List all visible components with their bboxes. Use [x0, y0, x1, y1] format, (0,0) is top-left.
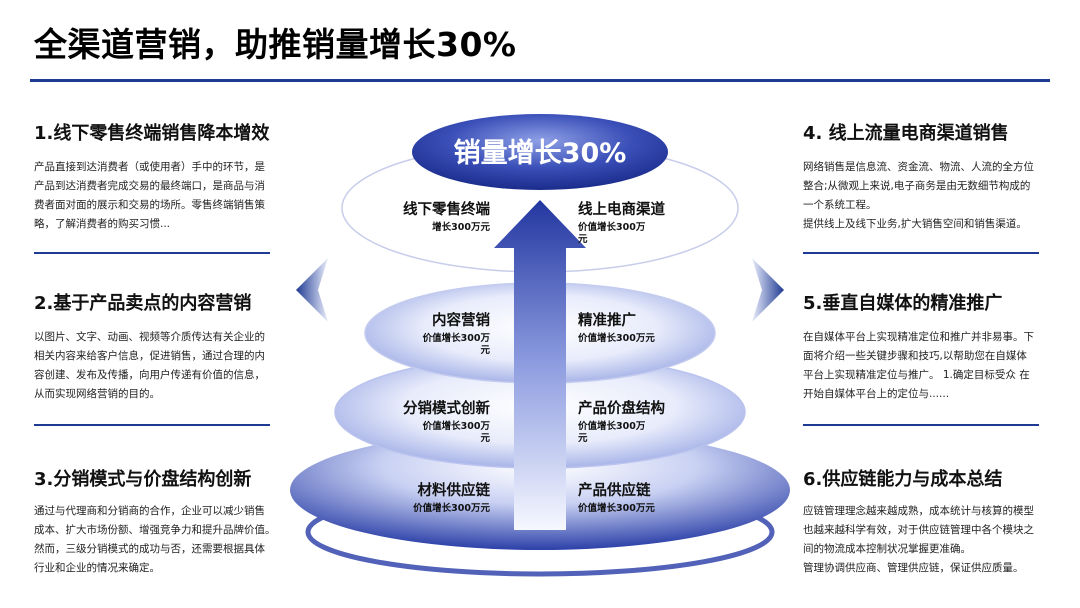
block-text-line: 开始自媒体平台上的定位与...... — [803, 388, 950, 400]
tier-3-left-name: 分销模式创新 — [403, 399, 490, 417]
block-text-line: 提供线上及线下业务,扩大销售空间和销售渠道。 — [803, 218, 1027, 230]
block-heading: 2.基于产品卖点的内容营销 — [34, 293, 252, 314]
right-block-6: 6.供应链能力与成本总结 应链管理理念越来越成熟，成本统计与核算的模型 也越来越… — [803, 468, 1053, 578]
right-block-5: 5.垂直自媒体的精准推广 在自媒体平台上实现精准定位和推广并非易事。下 面将介绍… — [803, 292, 1053, 426]
block-text-line: 也越来越科学有效，对于供应链管理中各个模块之 — [803, 524, 1034, 536]
tier-4-right-name: 产品供应链 — [578, 481, 651, 499]
chevron-left-icon — [296, 258, 328, 322]
left-block-2: 2.基于产品卖点的内容营销 以图片、文字、动画、视频等介质传达有关企业的 相关内… — [34, 292, 284, 426]
block-text-line: 相关内容来给客户信息，促进销售，通过合理的内 — [34, 350, 265, 362]
tier-2-right-name: 精准推广 — [578, 311, 636, 329]
up-arrow-icon — [494, 200, 586, 530]
left-block-1: 1.线下零售终端销售降本增效 产品直接到达消费者（或使用者）手中的环节，是 产品… — [34, 122, 284, 254]
block-divider — [34, 424, 270, 426]
tier-1-right-value: 价值增长300万 — [578, 221, 646, 233]
block-text-line: 管理协调供应商、管理供应链，保证供应质量。 — [803, 562, 1024, 574]
tier-3-right-value: 元 — [578, 433, 588, 444]
block-text-line: 从而实现网络营销的目的。 — [34, 388, 160, 400]
tier-2-left-value: 元 — [480, 345, 490, 356]
tier-2-right-value: 价值增长300万元 — [578, 332, 655, 344]
top-badge-label: 销量增长30% — [454, 137, 627, 169]
block-text-line: 行业和企业的情况来确定。 — [34, 562, 160, 574]
tier-3-left-value: 价值增长300万 — [423, 420, 491, 432]
top-badge — [412, 114, 668, 190]
block-text-line: 面将介绍一些关键步骤和技巧,以帮助您在自媒体 — [803, 350, 1027, 362]
block-text-line: 通过与代理商和分销商的合作，企业可以减少销售 — [34, 505, 265, 517]
block-text-line: 产品直接到达消费者（或使用者）手中的环节，是 — [34, 161, 265, 173]
block-heading: 5.垂直自媒体的精准推广 — [803, 293, 1003, 314]
block-text-line: 容创建、发布及传播，向用户传递有价值的信息， — [34, 369, 265, 381]
block-divider — [803, 424, 1039, 426]
left-block-3: 3.分销模式与价盘结构创新 通过与代理商和分销商的合作，企业可以减少销售 成本、… — [34, 468, 284, 578]
tier-4-right-value: 价值增长300万元 — [578, 502, 655, 514]
block-text-line: 产品到达消费者完成交易的最终端口，是商品与消 — [34, 180, 265, 192]
chevron-right-icon — [752, 258, 784, 322]
block-divider — [803, 252, 1039, 254]
right-block-4: 4. 线上流量电商渠道销售 网络销售是信息流、资金流、物流、人流的全方位 整合;… — [803, 122, 1053, 254]
tier-1-left-value: 增长300万元 — [432, 221, 490, 233]
tier-1-right-value: 元 — [578, 234, 588, 245]
block-text-line: 然而，三级分销模式的成功与否，还需要根据具体 — [34, 543, 265, 555]
block-text-line: 平台上实现精准定位与推广。 1.确定目标受众 在 — [803, 369, 1030, 381]
tier-2-left-name: 内容营销 — [432, 311, 490, 329]
block-divider — [34, 252, 270, 254]
tier-1-left-name: 线下零售终端 — [403, 200, 490, 218]
block-text-line: 整合;从微观上来说,电子商务是由无数细节构成的 — [803, 180, 1031, 192]
page-title: 全渠道营销，助推销量增长30% — [34, 25, 517, 64]
block-text-line: 在自媒体平台上实现精准定位和推广并非易事。下 — [803, 331, 1034, 343]
tier-2-left-value: 价值增长300万 — [423, 332, 491, 344]
block-text-line: 应链管理理念越来越成熟，成本统计与核算的模型 — [803, 505, 1034, 517]
tier-3-right-name: 产品价盘结构 — [578, 399, 665, 417]
tier-1-right-name: 线上电商渠道 — [578, 200, 665, 218]
block-heading: 4. 线上流量电商渠道销售 — [803, 123, 1009, 144]
tier-4-left-name: 材料供应链 — [418, 481, 491, 499]
block-text-line: 一个系统工程。 — [803, 199, 877, 211]
block-text-line: 略，了解消费者的购买习惯... — [34, 218, 171, 230]
block-text-line: 以图片、文字、动画、视频等介质传达有关企业的 — [34, 331, 265, 343]
block-heading: 6.供应链能力与成本总结 — [803, 469, 1003, 490]
tier-4-left-value: 价值增长300万元 — [413, 502, 490, 514]
block-text-line: 费者面对面的展示和交易的场所。零售终端销售策 — [34, 199, 265, 211]
block-heading: 3.分销模式与价盘结构创新 — [34, 469, 252, 490]
block-heading: 1.线下零售终端销售降本增效 — [34, 123, 270, 144]
block-text-line: 成本、扩大市场份额、增强竞争力和提升品牌价值。 — [34, 524, 276, 536]
title-underline — [30, 79, 1050, 82]
tier-3-right-value: 价值增长300万 — [578, 420, 646, 432]
tier-3-left-value: 元 — [480, 433, 490, 444]
block-text-line: 间的物流成本控制状况掌握更准确。 — [803, 543, 971, 555]
block-text-line: 网络销售是信息流、资金流、物流、人流的全方位 — [803, 161, 1034, 173]
